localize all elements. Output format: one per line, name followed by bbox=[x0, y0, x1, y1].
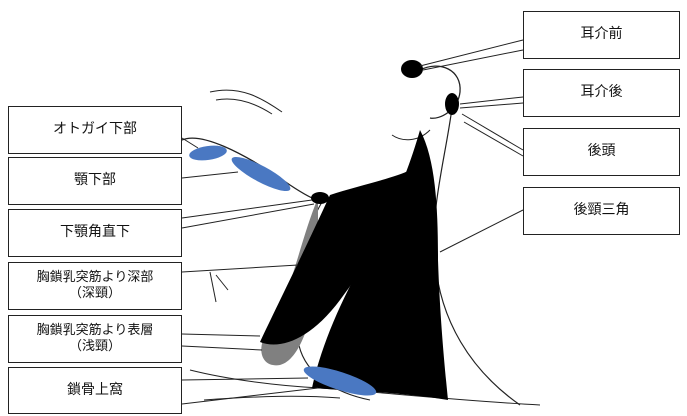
leader-supraclavicular-2 bbox=[181, 387, 319, 405]
leader-supraclavicular bbox=[181, 377, 309, 381]
label-submandibular-text: 顎下部 bbox=[74, 172, 116, 189]
label-posterior-triangle: 後頸三角 bbox=[523, 187, 680, 235]
muscle-black-trapezius bbox=[312, 130, 448, 400]
jaw-angle-node bbox=[311, 192, 329, 204]
leader-occipital bbox=[461, 113, 524, 151]
leader-jaw-angle-2 bbox=[181, 203, 315, 229]
leader-ear-back bbox=[459, 96, 524, 105]
supraclavicular-node bbox=[303, 366, 377, 396]
chin-stroke bbox=[391, 129, 431, 141]
label-posterior-triangle-text: 後頸三角 bbox=[573, 202, 630, 219]
label-submental: オトガイ下部 bbox=[8, 106, 182, 154]
leader-ear-back-2 bbox=[459, 102, 524, 109]
label-submental-text: オトガイ下部 bbox=[53, 121, 137, 138]
ear-front-node bbox=[401, 60, 423, 78]
label-occipital: 後頭 bbox=[523, 128, 680, 176]
label-superficial-cervical-text: 胸鎖乳突筋より表層 （浅頸） bbox=[36, 322, 154, 354]
cheek-stroke bbox=[209, 89, 283, 113]
label-deep-cervical: 胸鎖乳突筋より深部 （深頸） bbox=[8, 262, 182, 310]
leader-deep bbox=[181, 264, 299, 273]
label-occipital-text: 後頭 bbox=[587, 143, 616, 160]
label-deep-cervical-text: 胸鎖乳突筋より深部 （深頸） bbox=[36, 269, 154, 301]
label-ear-back-text: 耳介後 bbox=[580, 84, 623, 101]
submental-node bbox=[189, 145, 227, 161]
muscle-black-sternocleidomastoid bbox=[260, 170, 410, 345]
ear-outline bbox=[419, 65, 461, 119]
leader-deep-2 bbox=[209, 271, 217, 303]
leader-ear-front bbox=[419, 39, 524, 67]
label-ear-front: 耳介前 bbox=[523, 11, 680, 59]
leader-superficial-2 bbox=[181, 345, 263, 351]
label-superficial-cervical: 胸鎖乳突筋より表層 （浅頸） bbox=[8, 315, 182, 363]
leader-posterior-triangle bbox=[439, 209, 524, 253]
leader-lines bbox=[181, 39, 524, 405]
label-ear-back: 耳介後 bbox=[523, 69, 680, 117]
label-below-jaw-angle: 下顎角直下 bbox=[8, 209, 182, 257]
label-supraclavicular-text: 鎖骨上窩 bbox=[67, 381, 123, 398]
leader-occipital-2 bbox=[463, 121, 524, 157]
label-submandibular: 顎下部 bbox=[8, 157, 182, 205]
ear-back-node bbox=[445, 93, 459, 115]
leader-deep-3 bbox=[215, 274, 229, 291]
leader-submandibular bbox=[181, 171, 239, 179]
leader-jaw-angle bbox=[181, 199, 313, 219]
leader-ear-front-2 bbox=[422, 49, 524, 71]
label-ear-front-text: 耳介前 bbox=[580, 26, 623, 43]
cheek-stroke-2 bbox=[215, 98, 273, 115]
leader-superficial bbox=[181, 333, 261, 337]
label-supraclavicular: 鎖骨上窩 bbox=[8, 367, 182, 414]
neck-back-outline bbox=[433, 107, 521, 406]
submandibular-node bbox=[231, 156, 291, 192]
leader-submental bbox=[181, 137, 199, 149]
label-below-jaw-angle-text: 下顎角直下 bbox=[60, 224, 130, 241]
